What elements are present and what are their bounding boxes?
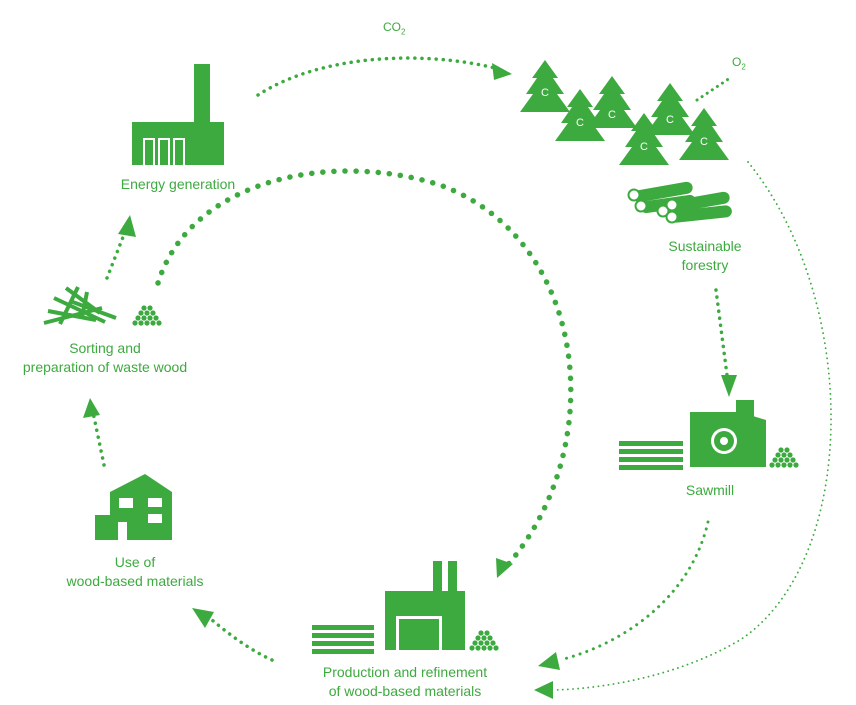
sorting-to-energy-arrow [105, 230, 127, 280]
pellets-icon [132, 305, 162, 326]
arrowhead-energy [118, 215, 136, 237]
production-to-use-arrow [210, 618, 274, 662]
arrowhead-sawmill [721, 375, 737, 397]
use-to-sorting-arrow [91, 410, 106, 467]
label-sawmill: Sawmill [685, 482, 735, 498]
house-icon [95, 474, 172, 540]
arrowhead-production-1 [538, 652, 560, 670]
o2-line [695, 76, 732, 102]
arrowhead-use [192, 608, 214, 628]
tree-carbon-label: C [541, 87, 549, 99]
label-sorting: Sorting and preparation of waste wood [22, 340, 188, 375]
o2-label: O2 [732, 55, 746, 72]
tree-carbon-label: C [666, 114, 674, 126]
sawmill-icon [619, 400, 799, 470]
co2-arrow [256, 56, 497, 97]
factory-icon [132, 64, 224, 165]
arrowhead-inner [496, 558, 513, 578]
tree-carbon-label: C [700, 136, 708, 148]
tree-carbon-label: C [608, 109, 616, 121]
forest-icon [520, 60, 729, 165]
label-production: Production and refinement of wood-based … [322, 664, 488, 699]
tree-carbon-label: C [640, 141, 648, 153]
sawmill-to-production-arrow [558, 520, 710, 662]
waste-wood-icon [43, 286, 117, 325]
label-use: Use of wood-based materials [66, 554, 204, 589]
label-energy-generation: Energy generation [120, 176, 236, 192]
label-sustainable-forestry: Sustainable forestry [668, 238, 742, 273]
logs-icon [627, 181, 732, 224]
forestry-to-sawmill-arrow [714, 288, 729, 377]
co2-label: CO2 [383, 20, 406, 37]
arrowhead-co2 [492, 63, 512, 80]
plant-icon [312, 561, 499, 654]
arrowhead-production-2 [534, 681, 553, 699]
arrowhead-sorting [83, 398, 100, 418]
forest-to-production-line [554, 161, 832, 691]
inner-cycle-arrow [155, 168, 574, 571]
tree-carbon-label: C [576, 117, 584, 129]
